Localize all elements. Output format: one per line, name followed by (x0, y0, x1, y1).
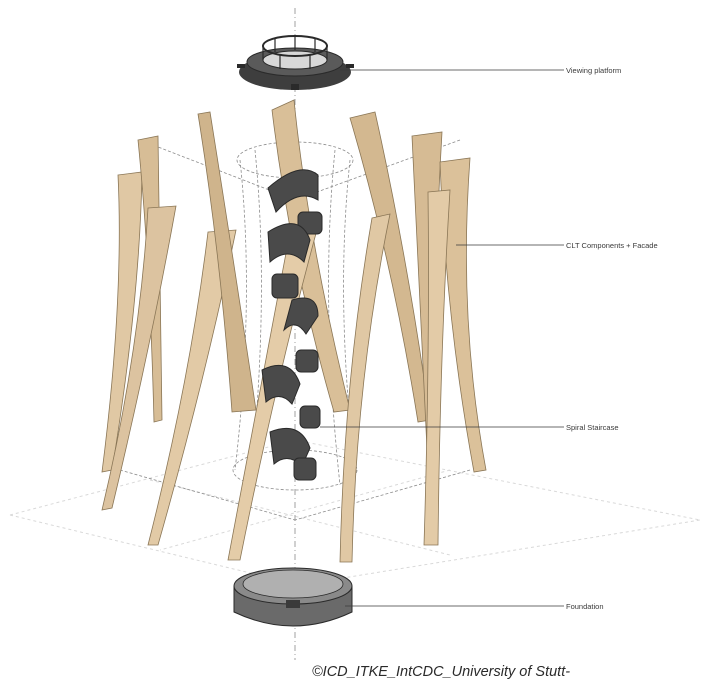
viewing-platform-label: Viewing platform (566, 66, 621, 75)
clt-components-label: CLT Components + Facade (566, 241, 658, 250)
foundation-label: Foundation (566, 602, 604, 611)
clt-components (102, 100, 486, 562)
spiral-staircase-label: Spiral Staircase (566, 423, 619, 432)
foundation (234, 568, 352, 626)
viewing-platform (237, 36, 354, 90)
image-credit: ©ICD_ITKE_IntCDC_University of Stutt- (312, 664, 570, 680)
